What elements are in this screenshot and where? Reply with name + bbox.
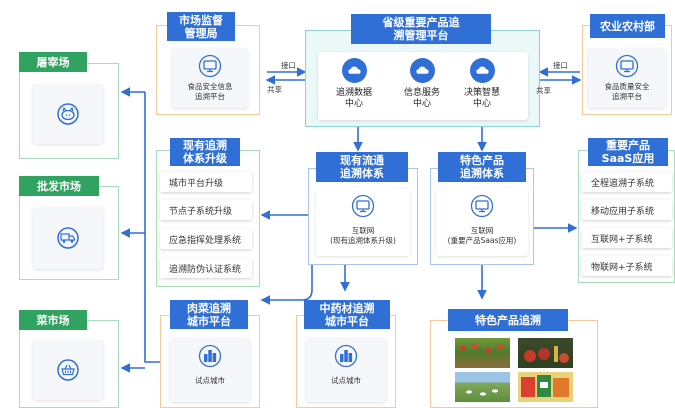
cloud-icon xyxy=(410,58,435,83)
basket-icon xyxy=(57,359,79,381)
decision-center-label: 决策智慧 中心 xyxy=(463,88,500,109)
pig-icon xyxy=(57,103,79,125)
meat-veg-platform-caption: 试点城市 xyxy=(195,376,225,385)
arrow-circulation-meatveg xyxy=(260,265,313,305)
circulation-system-title: 现有流通 追溯体系 xyxy=(316,152,408,182)
interface-label-right: 接口 xyxy=(553,61,568,70)
agri-ministry-caption: 食品质量安全 追溯平台 xyxy=(604,82,650,101)
saas-item: 物联网+子系统 xyxy=(582,256,672,276)
vegetable-market-card xyxy=(33,340,103,400)
arrow-bus-left xyxy=(144,92,160,363)
photo-orchard xyxy=(455,338,510,368)
existing-system-title: 现有追溯 体系升级 xyxy=(170,138,240,166)
market-bureau-caption: 食品安全信息 追溯平台 xyxy=(187,82,233,101)
agri-ministry-title: 农业农村部 xyxy=(590,14,665,38)
photo-packaged-goods xyxy=(518,372,573,402)
saas-item: 互联网+子系统 xyxy=(582,228,672,248)
existing-system-item: 追溯防伪认证系统 xyxy=(160,258,252,278)
info-service-center-label: 信息服务 中心 xyxy=(403,88,440,109)
city-icon xyxy=(334,344,358,368)
cloud-icon xyxy=(470,58,495,83)
herb-platform-caption: 试点城市 xyxy=(331,376,361,385)
monitor-icon xyxy=(198,54,222,78)
monitor-icon xyxy=(615,54,639,78)
province-centers-card: 追溯数据 中心 信息服务 中心 决策智慧 中心 xyxy=(318,52,528,120)
existing-system-item: 城市平台升级 xyxy=(160,172,252,192)
meat-veg-platform-title: 肉菜追溯 城市平台 xyxy=(170,300,248,329)
share-label-left: 共享 xyxy=(267,85,282,94)
monitor-icon xyxy=(470,194,494,218)
existing-system-item: 节点子系统升级 xyxy=(160,200,252,220)
existing-system-item: 应急指挥处理系统 xyxy=(160,229,252,249)
monitor-icon xyxy=(351,194,375,218)
photo-fruit xyxy=(518,338,573,368)
interface-label-left: 接口 xyxy=(281,61,296,70)
specialty-system-card: 互联网 (重要产品Saas应用) xyxy=(436,188,528,256)
specialty-system-title: 特色产品 追溯体系 xyxy=(438,152,526,182)
herb-platform-card: 试点城市 xyxy=(306,338,386,402)
market-bureau-title: 市场监督 管理局 xyxy=(167,12,235,41)
wholesale-card xyxy=(33,207,103,269)
slaughterhouse-title: 屠宰场 xyxy=(19,52,87,72)
share-label-right: 共享 xyxy=(536,86,551,95)
market-bureau-card: 食品安全信息 追溯平台 xyxy=(172,48,248,108)
truck-icon xyxy=(57,227,79,249)
cloud-icon xyxy=(342,58,367,83)
circulation-system-caption: 互联网 (现有追溯体系升级) xyxy=(330,226,396,245)
specialty-trace-title: 特色产品追溯 xyxy=(448,309,568,331)
wholesale-title: 批发市场 xyxy=(19,176,99,196)
specialty-system-caption: 互联网 (重要产品Saas应用) xyxy=(447,226,517,245)
data-center-label: 追溯数据 中心 xyxy=(335,88,372,109)
saas-item: 全程追溯子系统 xyxy=(582,172,672,192)
photo-grassland xyxy=(455,372,510,402)
agri-ministry-card: 食品质量安全 追溯平台 xyxy=(588,48,666,108)
city-icon xyxy=(198,344,222,368)
meat-veg-platform-card: 试点城市 xyxy=(170,338,250,402)
slaughterhouse-card xyxy=(33,84,103,144)
saas-item: 移动应用子系统 xyxy=(582,200,672,220)
circulation-system-card: 互联网 (现有追溯体系升级) xyxy=(316,188,410,256)
vegetable-market-title: 菜市场 xyxy=(19,310,87,330)
herb-platform-title: 中药材追溯 城市平台 xyxy=(304,300,390,329)
province-platform-title: 省级重要产品追 溯管理平台 xyxy=(351,14,491,44)
saas-title: 重要产品 SaaS应用 xyxy=(588,138,668,166)
